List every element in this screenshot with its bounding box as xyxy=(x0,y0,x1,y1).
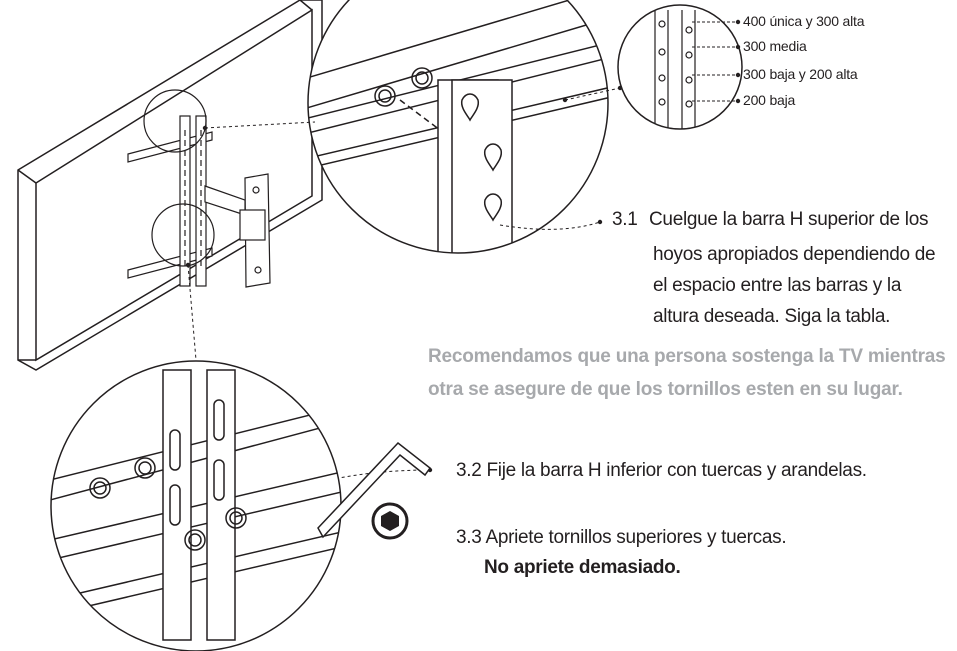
legend-item-400: 400 única y 300 alta xyxy=(743,13,865,29)
step-3-3: 3.3 Apriete tornillos superiores y tuerc… xyxy=(456,527,787,548)
tv-panel xyxy=(17,0,323,371)
step-3-1-line2: hoyos apropiados dependiendo de xyxy=(653,244,936,265)
step-3-2: 3.2 Fije la barra H inferior con tuercas… xyxy=(456,460,867,481)
safety-note-line2: otra se asegure de que los tornillos est… xyxy=(428,379,903,400)
step-3-1-line3: el espacio entre las barras y la xyxy=(653,275,902,296)
allen-key xyxy=(317,441,432,539)
safety-note-line1: Recomendamos que una persona sostenga la… xyxy=(428,346,946,367)
tv-mount xyxy=(127,115,271,288)
step-3-1-line4: altura deseada. Siga la tabla. xyxy=(653,306,891,327)
step-3-3-warning: No apriete demasiado. xyxy=(484,557,681,578)
step-3-1-number: 3.1 xyxy=(612,209,638,230)
hex-socket-icon xyxy=(371,502,409,540)
legend-item-300-media: 300 media xyxy=(743,38,807,54)
legend-item-300-baja: 300 baja y 200 alta xyxy=(743,66,858,82)
step-3-1-line1: Cuelgue la barra H superior de los xyxy=(649,209,929,230)
legend-item-200-baja: 200 baja xyxy=(743,92,796,108)
